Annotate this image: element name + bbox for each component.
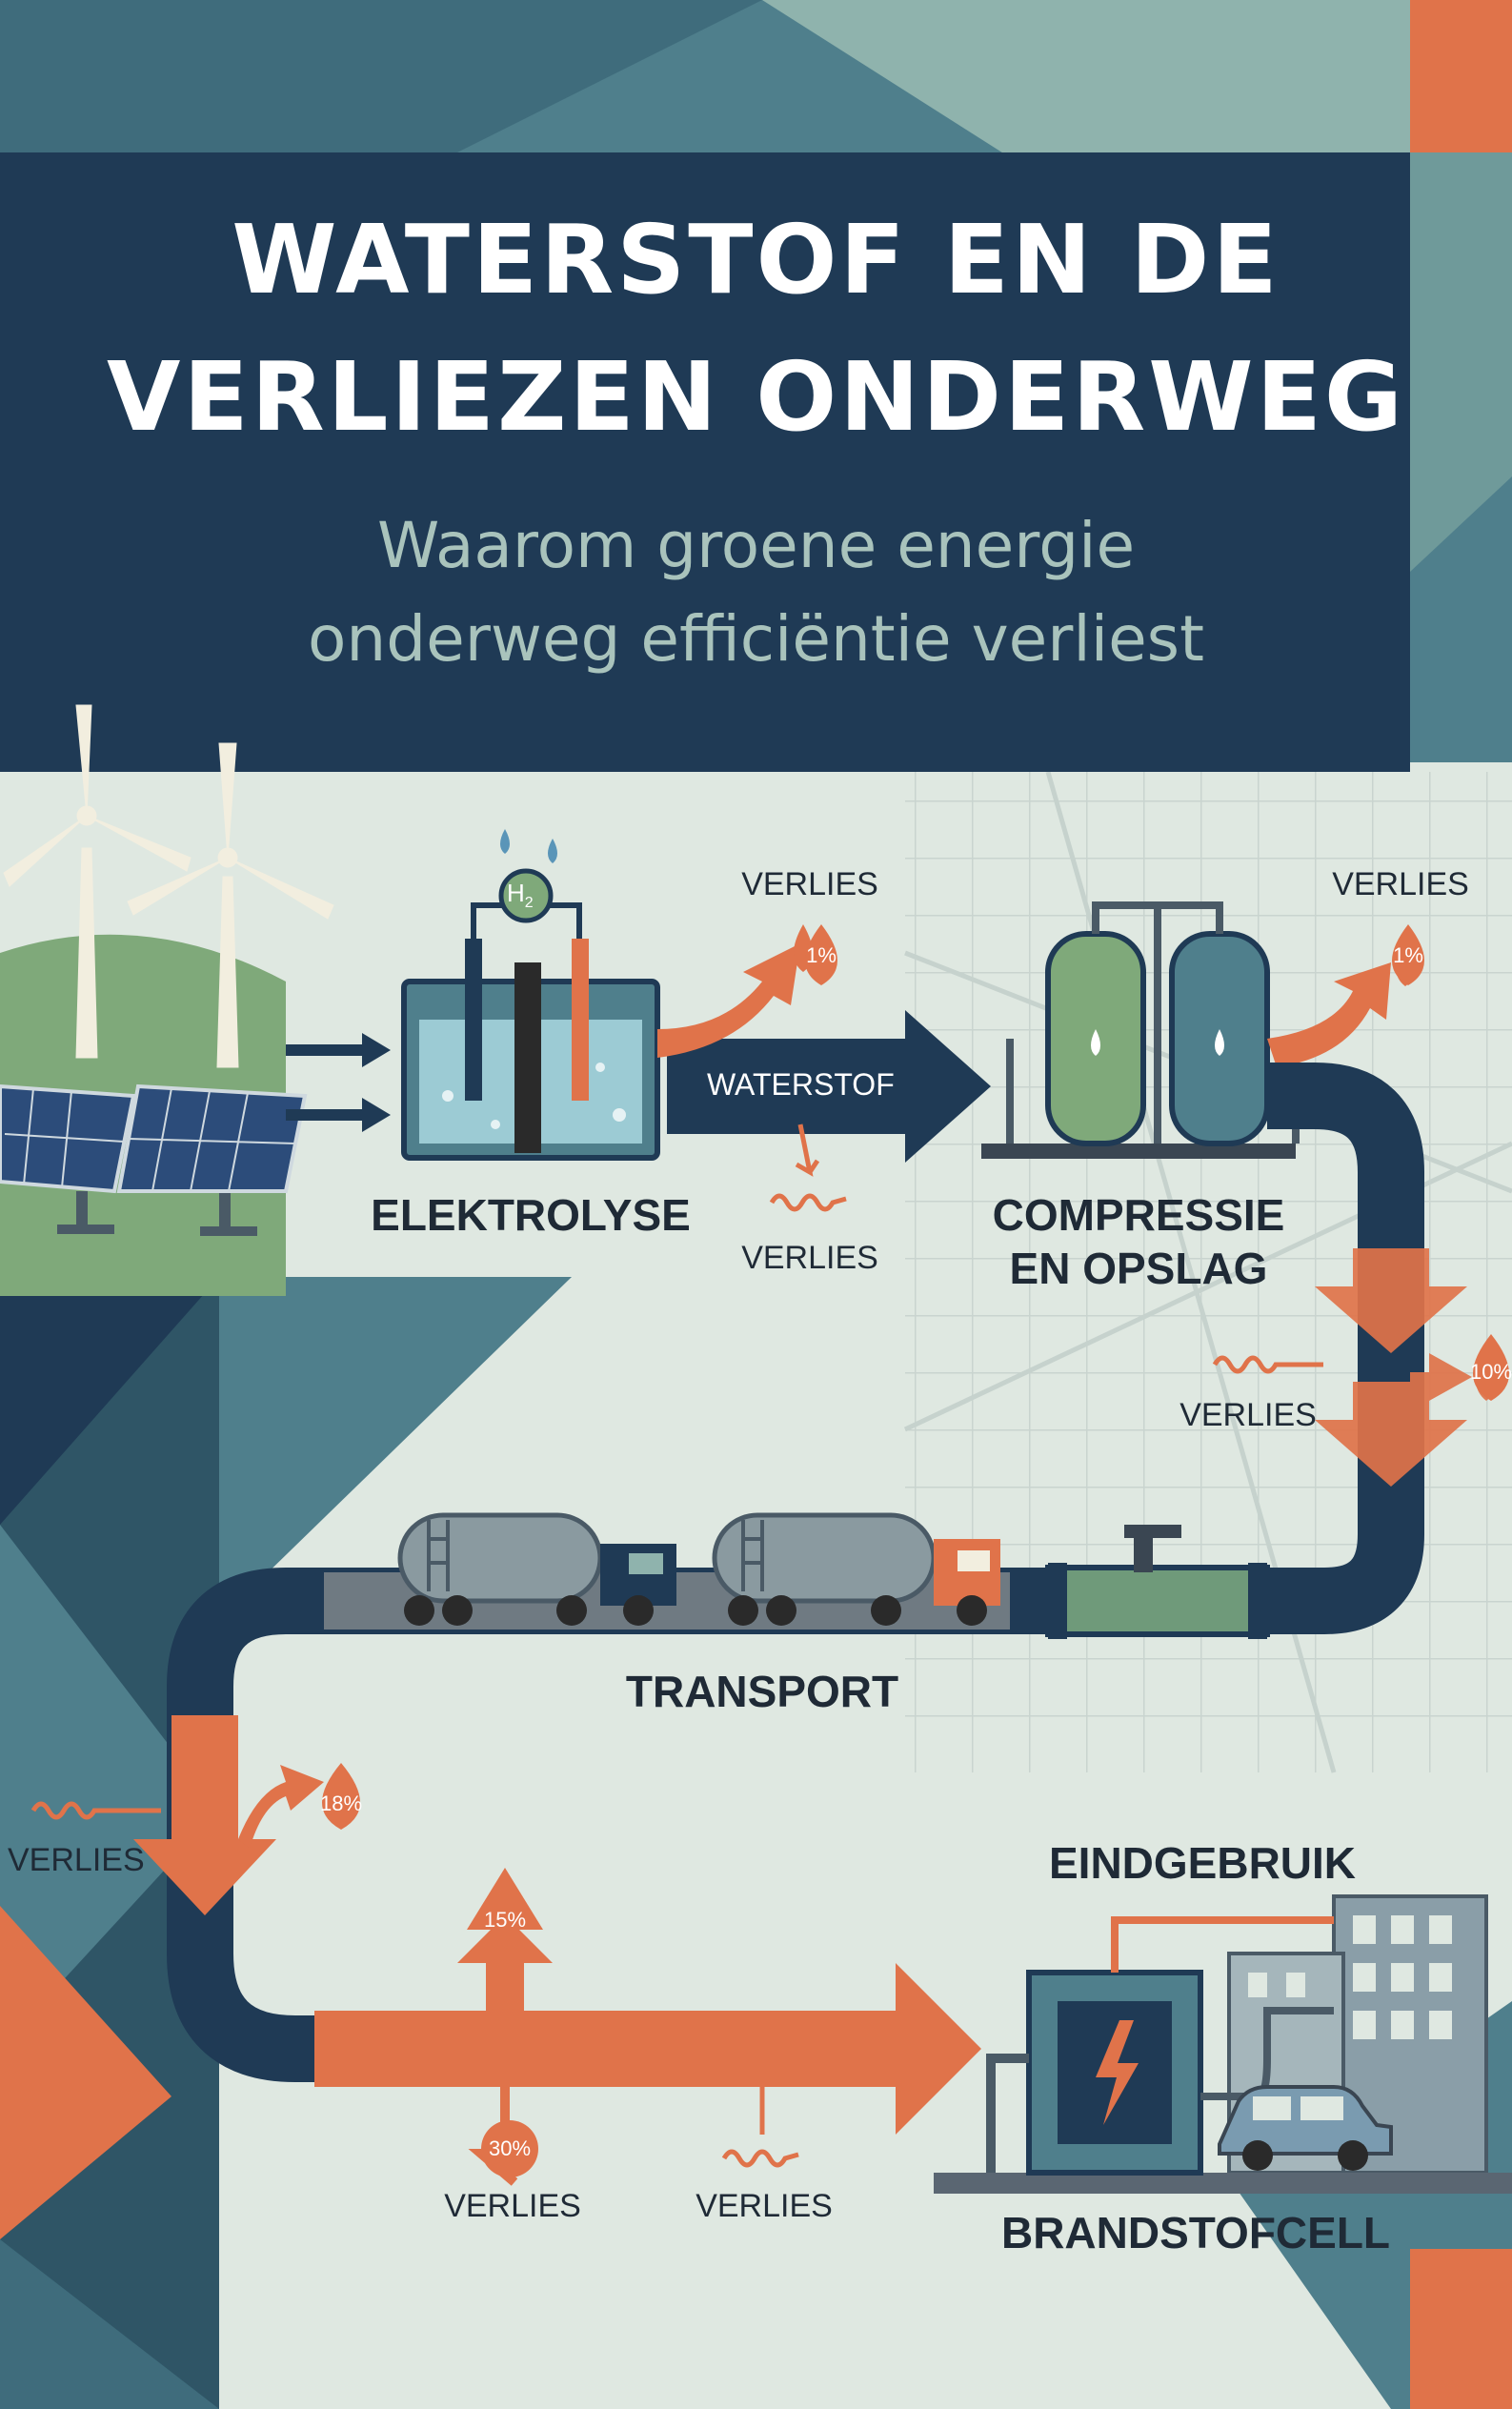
heat-loss-squiggle-1 <box>769 1124 847 1212</box>
pct-transport: 18% <box>319 1792 363 1815</box>
stage-compression-line-2: EN OPSLAG <box>1009 1244 1268 1293</box>
end-use-flow-arrow <box>314 1868 981 2186</box>
droplet-18-transport <box>322 1763 360 1830</box>
hydrogen-flow-arrow <box>667 1010 991 1163</box>
loss-label-compression: VERLIES <box>1332 866 1469 902</box>
title-line-2: VERLIEZEN ONDERWEG <box>107 341 1405 453</box>
loss-droplet-30 <box>481 2120 538 2177</box>
stage-end-use: EINDGEBRUIK <box>1048 1838 1357 1888</box>
stage-transport: TRANSPORT <box>625 1667 899 1716</box>
pct-compression: 1% <box>1393 943 1423 967</box>
loss-label-transport-heat: VERLIES <box>444 2188 581 2224</box>
main-pipeline <box>167 1063 1424 2082</box>
loss-label-transport: VERLIES <box>8 1842 145 1878</box>
title-panel <box>0 152 1410 772</box>
loss-label-end-use: VERLIES <box>696 2188 833 2224</box>
droplet-10-pipeline <box>1473 1334 1509 1401</box>
solar-panel-icon <box>0 1083 308 1236</box>
input-arrows <box>286 1033 391 1132</box>
loss-label-electrolysis-heat: VERLIES <box>741 1240 878 1276</box>
heat-loss-squiggle-3 <box>30 1801 161 1820</box>
pipeline-valve-icon <box>1045 1525 1270 1639</box>
subtitle-line-2: onderweg efficiëntie verliest <box>308 602 1204 676</box>
fuel-cell-icon <box>934 1916 1512 2194</box>
pct-transport-heat: 30% <box>488 2136 532 2160</box>
loss-label-pipeline: VERLIES <box>1179 1397 1317 1433</box>
droplet-1-electrolysis <box>805 924 837 985</box>
pct-transport-drop: 15% <box>483 1908 527 1932</box>
wind-turbine-2-icon <box>127 742 334 1068</box>
wind-turbine-1-icon <box>3 704 192 1059</box>
loss-label-electrolysis: VERLIES <box>741 866 878 902</box>
stage-electrolysis: ELEKTROLYSE <box>371 1190 691 1240</box>
percentage-droplets <box>322 924 1509 1830</box>
stage-fuel-cell: BRANDSTOFCELL <box>1000 2208 1391 2257</box>
water-drops-icon <box>500 829 557 863</box>
truck-2-icon <box>712 1512 1000 1626</box>
compression-tanks-icon <box>981 901 1300 1159</box>
subtitle-line-1: Waarom groene energie <box>376 509 1136 582</box>
droplet-1-compression <box>1392 924 1424 985</box>
flow-label-waterstof: WATERSTOF <box>707 1067 895 1102</box>
heat-loss-squiggle-2 <box>1212 1355 1323 1374</box>
pct-pipeline: 10% <box>1470 1360 1512 1384</box>
stage-compression-line-1: COMPRESSIE <box>992 1190 1285 1240</box>
h2-symbol: H2 <box>507 879 534 912</box>
heat-loss-squiggle-4 <box>721 2087 799 2168</box>
truck-1-icon <box>397 1512 676 1626</box>
electrolyzer-icon <box>401 868 660 1161</box>
car-icon <box>1218 2085 1393 2171</box>
title-line-1: WATERSTOF EN DE <box>232 204 1280 315</box>
pct-electrolysis: 1% <box>806 943 837 967</box>
